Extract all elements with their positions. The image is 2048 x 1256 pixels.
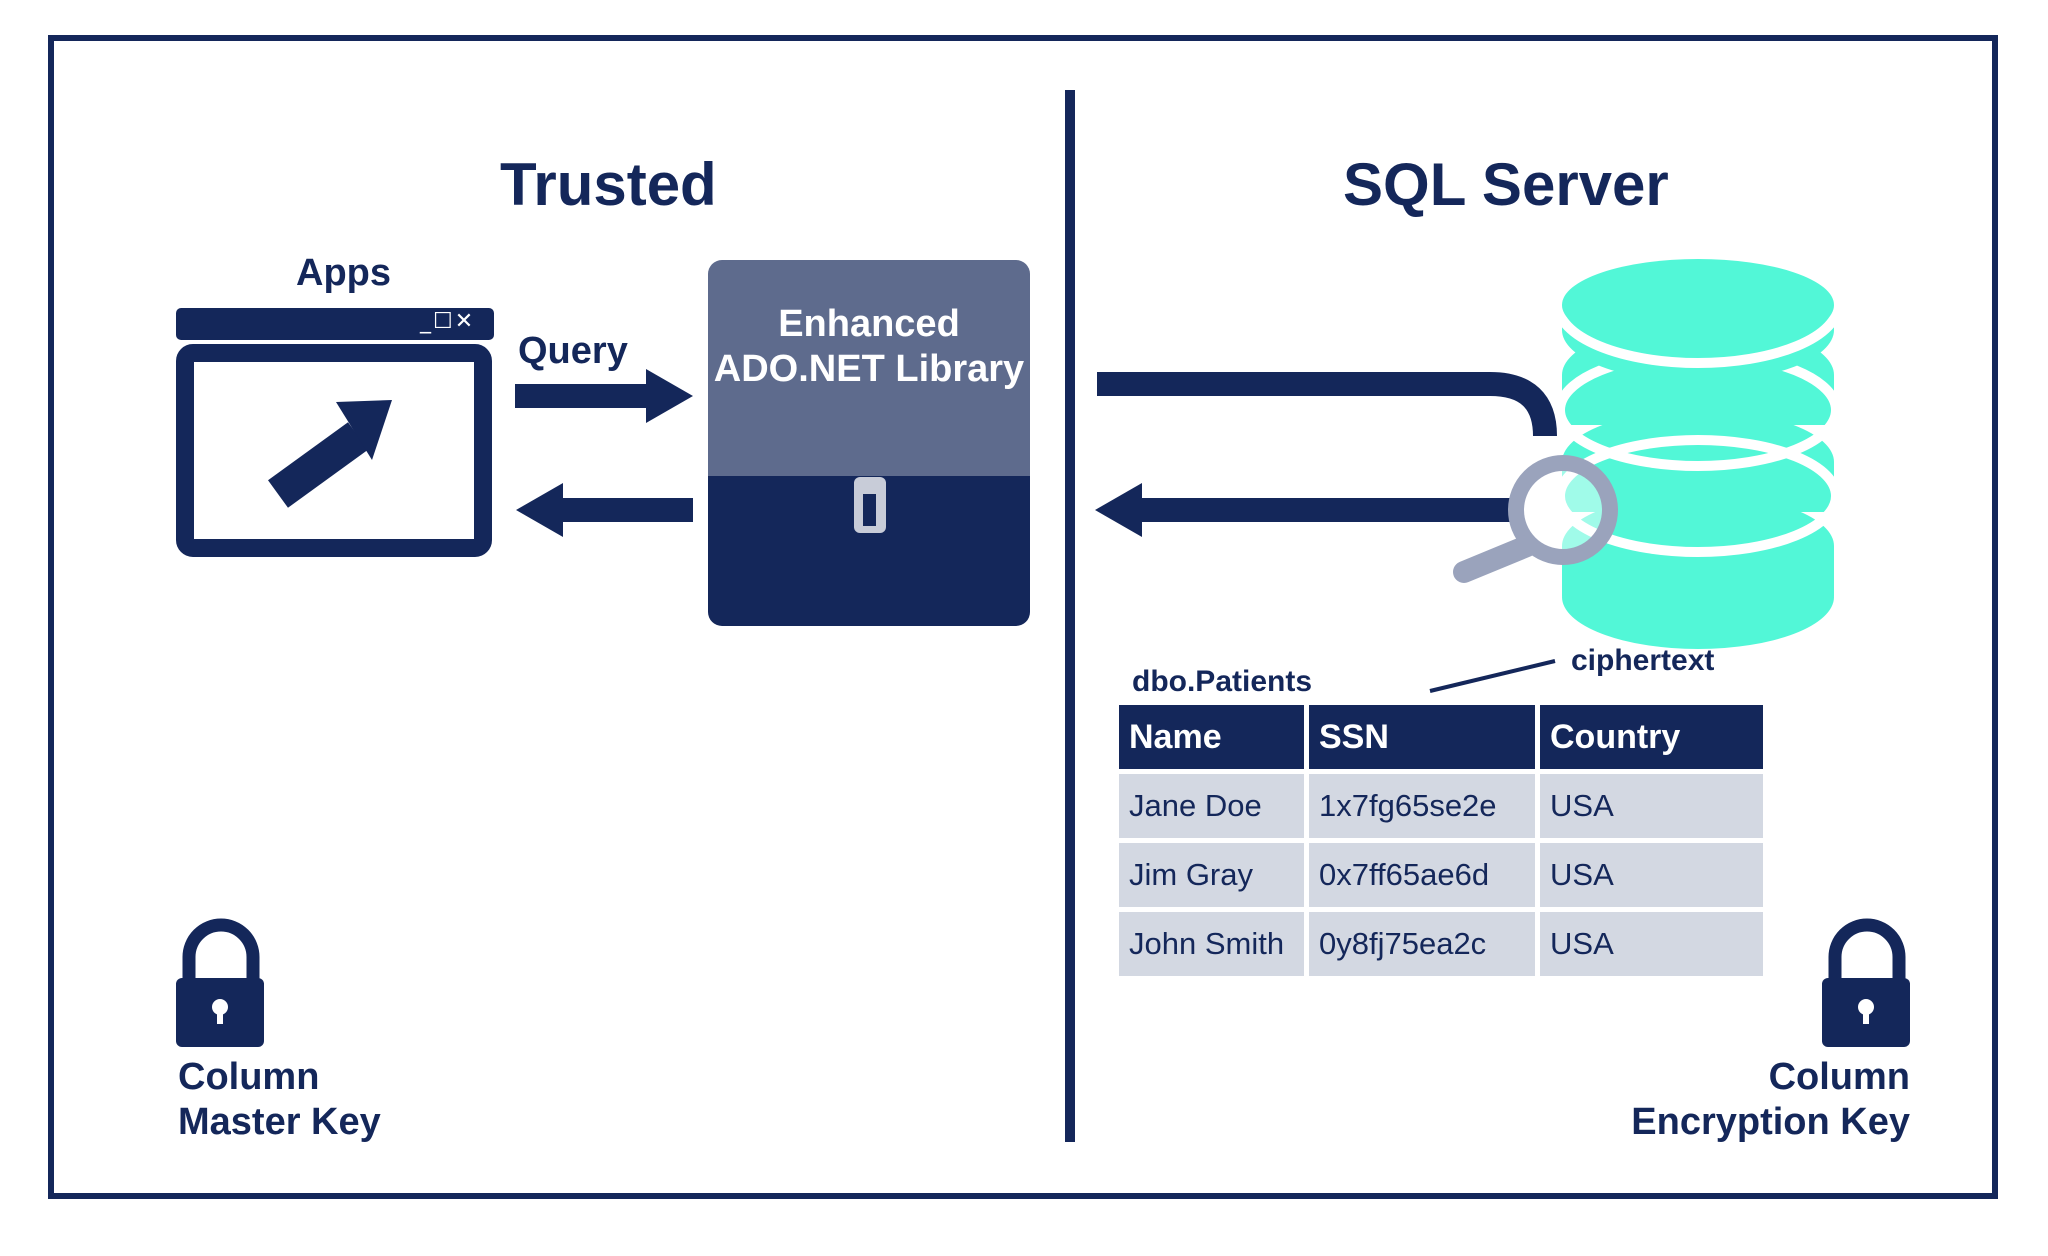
switch-icon bbox=[854, 477, 886, 533]
browser-window-icon bbox=[176, 308, 494, 557]
sql-server-title: SQL Server bbox=[1343, 151, 1669, 218]
padlock-icon bbox=[1822, 918, 1910, 1047]
table-header-name: Name bbox=[1119, 705, 1304, 769]
server-result-arrow bbox=[1095, 483, 1520, 537]
table-cell-ssn: 0x7ff65ae6d bbox=[1309, 843, 1535, 907]
trusted-title: Trusted bbox=[500, 151, 717, 218]
cursor-arrow-icon bbox=[268, 400, 392, 508]
apps-label: Apps bbox=[296, 252, 391, 294]
table-cell-country: USA bbox=[1540, 774, 1763, 838]
query-label: Query bbox=[518, 330, 628, 372]
ado-net-library-label: Enhanced ADO.NET Library bbox=[713, 303, 1025, 390]
table-row: John Smith 0y8fj75ea2c USA bbox=[1119, 912, 1763, 976]
database-icon bbox=[1553, 242, 1843, 649]
table-row: Jim Gray 0x7ff65ae6d USA bbox=[1119, 843, 1763, 907]
ciphertext-pointer bbox=[1429, 659, 1556, 693]
result-arrow bbox=[516, 483, 693, 537]
window-controls: _☐✕ bbox=[420, 309, 476, 334]
column-encryption-key-label: Column Encryption Key bbox=[1631, 1056, 1910, 1143]
table-header-country: Country bbox=[1540, 705, 1763, 769]
table-cell-name: Jim Gray bbox=[1119, 843, 1304, 907]
patients-table: Name SSN Country Jane Doe 1x7fg65se2e US… bbox=[1114, 700, 1768, 981]
table-cell-country: USA bbox=[1540, 912, 1763, 976]
table-header-row: Name SSN Country bbox=[1119, 705, 1763, 769]
padlock-icon bbox=[176, 918, 264, 1047]
table-cell-ssn: 1x7fg65se2e bbox=[1309, 774, 1535, 838]
table-row: Jane Doe 1x7fg65se2e USA bbox=[1119, 774, 1763, 838]
server-query-pipe bbox=[1097, 372, 1557, 437]
table-cell-ssn: 0y8fj75ea2c bbox=[1309, 912, 1535, 976]
column-master-key-label: Column Master Key bbox=[178, 1056, 381, 1143]
table-cell-name: Jane Doe bbox=[1119, 774, 1304, 838]
trust-boundary-divider bbox=[1065, 90, 1075, 1142]
table-cell-name: John Smith bbox=[1119, 912, 1304, 976]
diagram-frame bbox=[48, 35, 1998, 1199]
magnifier-icon bbox=[1453, 455, 1618, 583]
query-arrow bbox=[515, 369, 693, 423]
table-name: dbo.Patients bbox=[1132, 665, 1313, 698]
ado-net-library-box bbox=[708, 260, 1030, 626]
ciphertext-label: ciphertext bbox=[1571, 644, 1715, 677]
table-cell-country: USA bbox=[1540, 843, 1763, 907]
table-header-ssn: SSN bbox=[1309, 705, 1535, 769]
